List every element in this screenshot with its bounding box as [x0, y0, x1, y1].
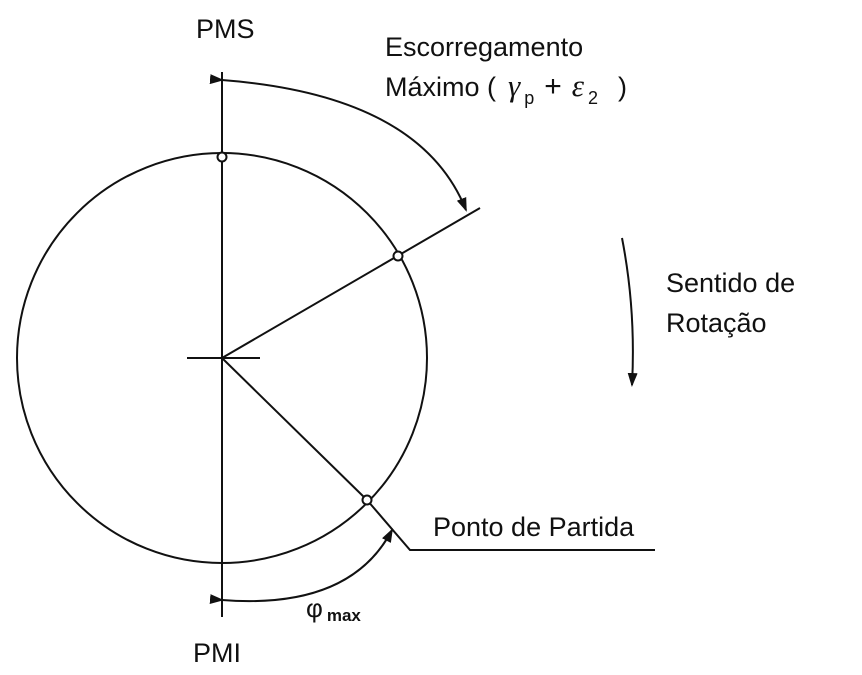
- start-point-marker: [361, 494, 373, 506]
- max-slip-label-line1: Escorregamento: [385, 32, 583, 62]
- phi-max-label: φ max: [306, 593, 361, 625]
- start-point-leader: [366, 499, 655, 551]
- pmi-label: PMI: [193, 638, 241, 668]
- start-point-label: Ponto de Partida: [433, 512, 635, 542]
- max-slip-label-line2: Máximo ( γ p + ε 2 ): [385, 68, 627, 108]
- max-slip-radius: [221, 207, 481, 359]
- rotation-arrow: [621, 237, 638, 387]
- max-slip-marker: [392, 250, 404, 262]
- pms-marker: [216, 151, 228, 163]
- phi-max-arc-arrow: [209, 528, 393, 605]
- pms-label: PMS: [196, 14, 255, 44]
- rotation-label-line1: Sentido de: [666, 268, 795, 298]
- start-point-radius: [221, 357, 368, 501]
- max-slip-arc-arrow: [209, 74, 467, 212]
- rotation-label-line2: Rotação: [666, 308, 767, 338]
